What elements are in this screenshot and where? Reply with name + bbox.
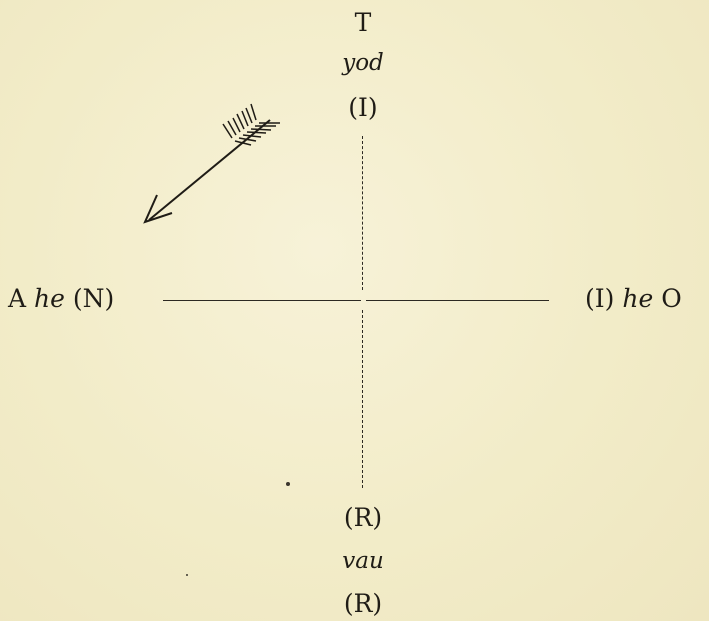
- horizontal-axis-left: [163, 300, 361, 301]
- horizontal-axis-right: [366, 300, 549, 301]
- top-word: yod: [342, 50, 384, 76]
- ink-speck: [186, 574, 188, 576]
- left-letter: A: [8, 284, 27, 313]
- left-word: he: [34, 284, 65, 313]
- bottom-paren-lower: (R): [343, 589, 383, 618]
- ink-speck: [286, 482, 290, 486]
- top-paren: (I): [348, 93, 378, 122]
- arrowhead: [143, 194, 173, 224]
- vertical-axis-lower: [362, 310, 363, 488]
- arrow-feathers: [222, 103, 280, 146]
- right-word: he: [622, 284, 654, 313]
- bottom-paren-upper: (R): [343, 503, 383, 532]
- arrow-shaft: [148, 119, 271, 221]
- bottom-word: vau: [342, 548, 384, 574]
- right-paren: (I): [585, 284, 615, 313]
- vertical-axis-upper: [362, 136, 363, 290]
- left-paren: (N): [72, 284, 115, 313]
- top-letter: T: [354, 8, 372, 37]
- right-letter: O: [661, 284, 682, 313]
- feathered-arrow-icon: [143, 103, 280, 224]
- left-label: A he (N): [8, 286, 114, 311]
- right-label: (I) he O: [585, 286, 682, 311]
